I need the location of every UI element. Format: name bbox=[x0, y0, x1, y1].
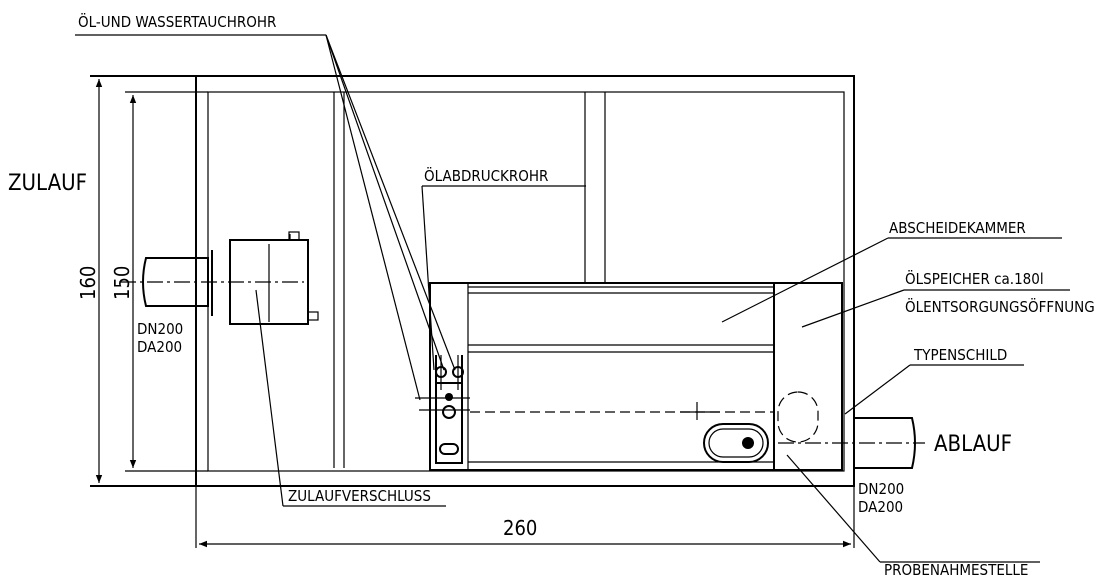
outlet-label: ABLAUF bbox=[934, 432, 1012, 457]
dimension-lines bbox=[95, 79, 855, 548]
inlet-da-label: DA200 bbox=[137, 338, 182, 356]
outer-height-dimension: 160 bbox=[76, 266, 100, 300]
inlet-dn-label: DN200 bbox=[137, 320, 183, 338]
inner-height-dimension: 150 bbox=[110, 266, 134, 300]
oil-pressure-pipe-label: ÖLABDRUCKROHR bbox=[424, 166, 548, 185]
inlet-assembly bbox=[120, 231, 319, 325]
type-plate-label: TYPENSCHILD bbox=[913, 346, 1007, 364]
inlet-label: ZULAUF bbox=[8, 171, 87, 196]
leader-lines bbox=[75, 34, 1070, 563]
sampling-point-label: PROBENAHMESTELLE bbox=[884, 561, 1028, 578]
oil-water-pipe-label: ÖL-UND WASSERTAUCHROHR bbox=[78, 12, 276, 31]
oil-disposal-opening-label: ÖLENTSORGUNGSÖFFNUNG bbox=[905, 297, 1095, 316]
separation-chamber-label: ABSCHEIDEKAMMER bbox=[889, 219, 1026, 237]
chamber-partitions bbox=[333, 92, 606, 468]
length-dimension: 260 bbox=[503, 516, 537, 540]
inlet-closure-label: ZULAUFVERSCHLUSS bbox=[288, 487, 431, 505]
sampling-openings bbox=[680, 391, 819, 463]
outlet-dn-label: DN200 bbox=[858, 480, 904, 498]
immersion-pipes bbox=[415, 355, 470, 464]
outlet-assembly bbox=[778, 417, 925, 469]
outlet-da-label: DA200 bbox=[858, 498, 903, 516]
separator-insert bbox=[429, 282, 843, 471]
oil-storage-label: ÖLSPEICHER ca.180l bbox=[905, 269, 1044, 288]
